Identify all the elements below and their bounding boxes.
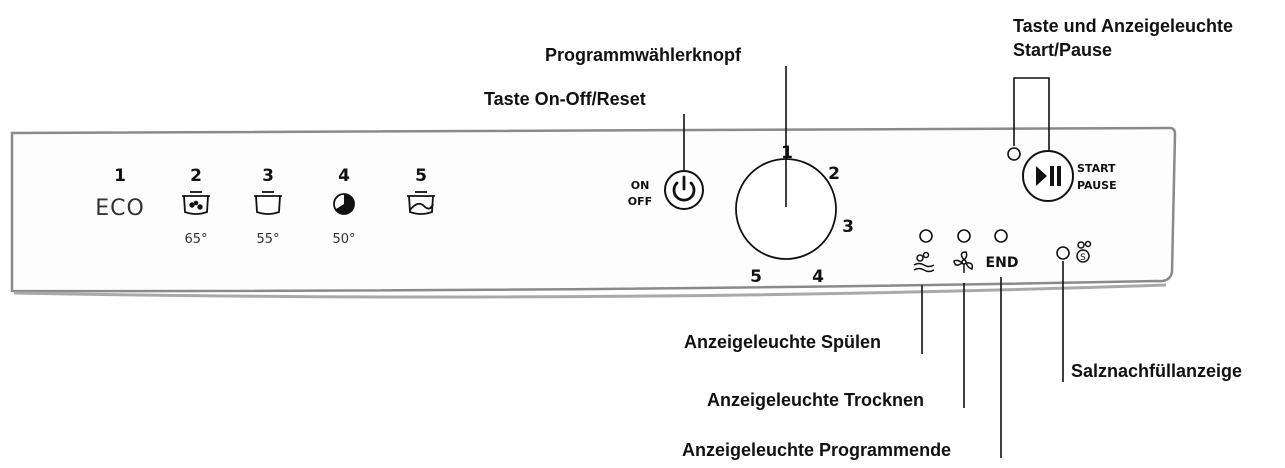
pause-label: PAUSE bbox=[1077, 179, 1117, 192]
program-temp-4: 50° bbox=[332, 232, 355, 247]
dial-position-3: 3 bbox=[842, 217, 854, 237]
dial-position-1: 1 bbox=[781, 143, 793, 163]
rinse-icon bbox=[913, 251, 935, 273]
callout-salt-indicator: Salznachfüllanzeige bbox=[1071, 361, 1243, 381]
start-pause-button[interactable] bbox=[1022, 150, 1074, 202]
salt-icon: S bbox=[1076, 240, 1092, 263]
dry-light bbox=[957, 229, 971, 243]
program-number-1: 1 bbox=[114, 166, 126, 186]
dial-position-2: 2 bbox=[828, 164, 840, 184]
pot-icon bbox=[254, 191, 282, 215]
callout-dry-light: Anzeigeleuchte Trocknen bbox=[707, 390, 925, 410]
leader-start-pause bbox=[1013, 77, 1050, 150]
half-load-icon bbox=[333, 193, 355, 215]
power-icon bbox=[672, 175, 696, 202]
callout-selector-knob: Programmwählerknopf bbox=[545, 45, 742, 65]
end-label: END bbox=[986, 255, 1019, 271]
off-label: OFF bbox=[628, 195, 652, 208]
program-number-3: 3 bbox=[262, 166, 274, 186]
start-label: START bbox=[1077, 162, 1116, 175]
salt-light bbox=[1056, 246, 1070, 260]
program-temp-3: 55° bbox=[256, 232, 279, 247]
control-panel bbox=[10, 126, 1177, 293]
eco-label: ECO bbox=[95, 196, 145, 221]
power-button[interactable] bbox=[664, 170, 704, 210]
dial-position-4: 4 bbox=[812, 267, 824, 287]
dial-position-5: 5 bbox=[750, 267, 762, 287]
callout-end-light: Anzeigeleuchte Programmende bbox=[682, 440, 952, 460]
end-light bbox=[994, 229, 1008, 243]
callout-start-pause-line2: Start/Pause bbox=[1013, 40, 1113, 60]
heavy-pot-icon bbox=[182, 191, 210, 215]
on-label: ON bbox=[631, 179, 650, 192]
start-pause-light bbox=[1007, 147, 1021, 161]
fan-icon bbox=[953, 251, 974, 273]
program-number-4: 4 bbox=[338, 166, 350, 186]
rinse-light bbox=[919, 229, 933, 243]
callout-start-pause-line1: Taste und Anzeigeleuchte bbox=[1013, 16, 1234, 36]
program-temp-2: 65° bbox=[184, 232, 207, 247]
callout-on-off-reset: Taste On-Off/Reset bbox=[484, 89, 646, 109]
panel-bottom-edge bbox=[13, 283, 1167, 299]
svg-text:S: S bbox=[1080, 253, 1086, 263]
rinse-pot-icon bbox=[407, 191, 435, 215]
program-number-5: 5 bbox=[415, 166, 427, 186]
leader-lines bbox=[683, 66, 1064, 458]
program-number-2: 2 bbox=[190, 166, 202, 186]
play-pause-icon bbox=[1036, 166, 1061, 186]
callout-rinse-light: Anzeigeleuchte Spülen bbox=[684, 332, 882, 352]
